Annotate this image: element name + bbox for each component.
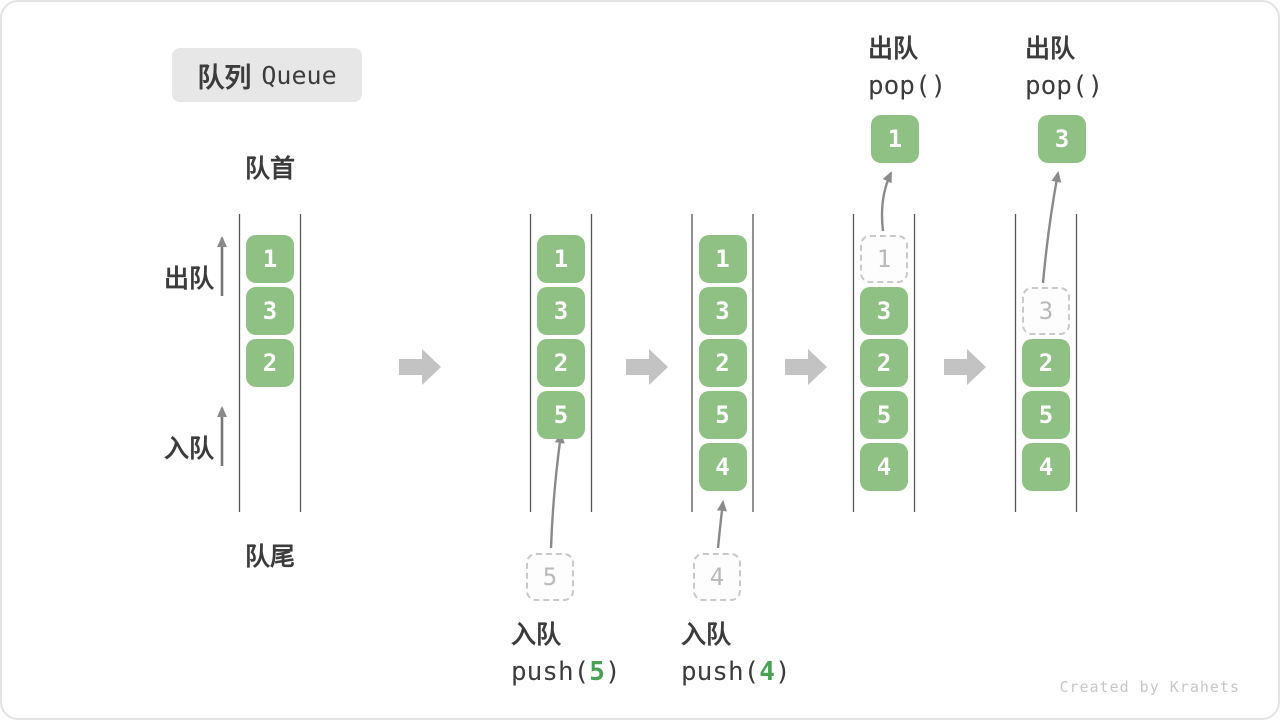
state-1-incoming-box: 5 — [526, 553, 574, 601]
op-pop1-zh: 出队 — [868, 35, 919, 63]
queue-3-slot-3: 2 — [860, 339, 908, 387]
queue-1-slot-3: 2 — [537, 339, 585, 387]
block-arrow-0 — [399, 349, 441, 385]
op-pop3-code: pop() — [1025, 71, 1104, 101]
queue-0-slot-1: 1 — [246, 235, 294, 283]
pop1-arrow — [880, 171, 893, 232]
queue-4-slot-3: 2 — [1022, 339, 1070, 387]
queue-2-slot-2: 3 — [698, 287, 747, 335]
op-label-push4: 入队 push(4) — [681, 620, 791, 687]
push4-arrow — [716, 500, 727, 549]
op-push4-close: ) — [774, 657, 791, 687]
op-push5-arg: 5 — [589, 657, 605, 687]
op-push4-code: push(4) — [681, 657, 791, 687]
op-pop1-code: pop() — [868, 71, 947, 101]
op-push5-zh: 入队 — [511, 621, 562, 649]
label-enqueue-side: 入队 — [164, 435, 215, 463]
title-badge: 队列 Queue — [172, 48, 362, 102]
label-dequeue-side: 出队 — [164, 265, 215, 293]
op-push4-zh: 入队 — [681, 621, 732, 649]
pop3-arrow — [1041, 171, 1062, 284]
queue-2-slot-4: 5 — [698, 391, 747, 439]
op-push4-arg: 4 — [759, 657, 775, 687]
queue-3-slot-4: 5 — [860, 391, 908, 439]
queue-2-slot-5: 4 — [698, 443, 747, 491]
push5-arrow — [549, 432, 565, 549]
block-arrow-2 — [785, 349, 827, 385]
op-pop3-zh: 出队 — [1025, 35, 1076, 63]
queue-4-slot-2-ghost: 3 — [1022, 287, 1070, 335]
label-queue-front: 队首 — [244, 155, 296, 183]
state-4-popped-box: 3 — [1038, 115, 1086, 163]
label-queue-rear: 队尾 — [244, 543, 296, 571]
title-en: Queue — [261, 60, 337, 90]
op-push4-fn: push( — [681, 657, 760, 687]
block-arrow-1 — [626, 349, 668, 385]
queue-2-slot-1: 1 — [698, 235, 747, 283]
block-arrow-3 — [944, 349, 986, 385]
queue-0-slot-2: 3 — [246, 287, 294, 335]
queue-4-slot-5: 4 — [1022, 443, 1070, 491]
queue-1-slot-2: 3 — [537, 287, 585, 335]
state-2-incoming-box: 4 — [693, 553, 741, 601]
queue-3-slot-2: 3 — [860, 287, 908, 335]
queue-4-slot-4: 5 — [1022, 391, 1070, 439]
queue-0-slot-3: 2 — [246, 339, 294, 387]
op-label-pop3: 出队 pop() — [1025, 34, 1103, 101]
queue-container-lines — [238, 214, 1078, 512]
op-push5-code: push(5) — [511, 657, 621, 687]
queue-1-slot-4: 5 — [537, 391, 585, 439]
state-3-popped-box: 1 — [871, 115, 919, 163]
op-label-push5: 入队 push(5) — [511, 620, 621, 687]
op-push5-close: ) — [604, 657, 621, 687]
title-zh: 队列 — [197, 62, 252, 93]
queue-2-slot-3: 2 — [698, 339, 747, 387]
queue-3-slot-1-ghost: 1 — [860, 235, 908, 283]
queue-3-slot-5: 4 — [860, 443, 908, 491]
watermark: Created by Krahets — [1059, 678, 1240, 696]
queue-1-slot-1: 1 — [537, 235, 585, 283]
op-label-pop1: 出队 pop() — [868, 34, 946, 101]
op-push5-fn: push( — [511, 657, 590, 687]
